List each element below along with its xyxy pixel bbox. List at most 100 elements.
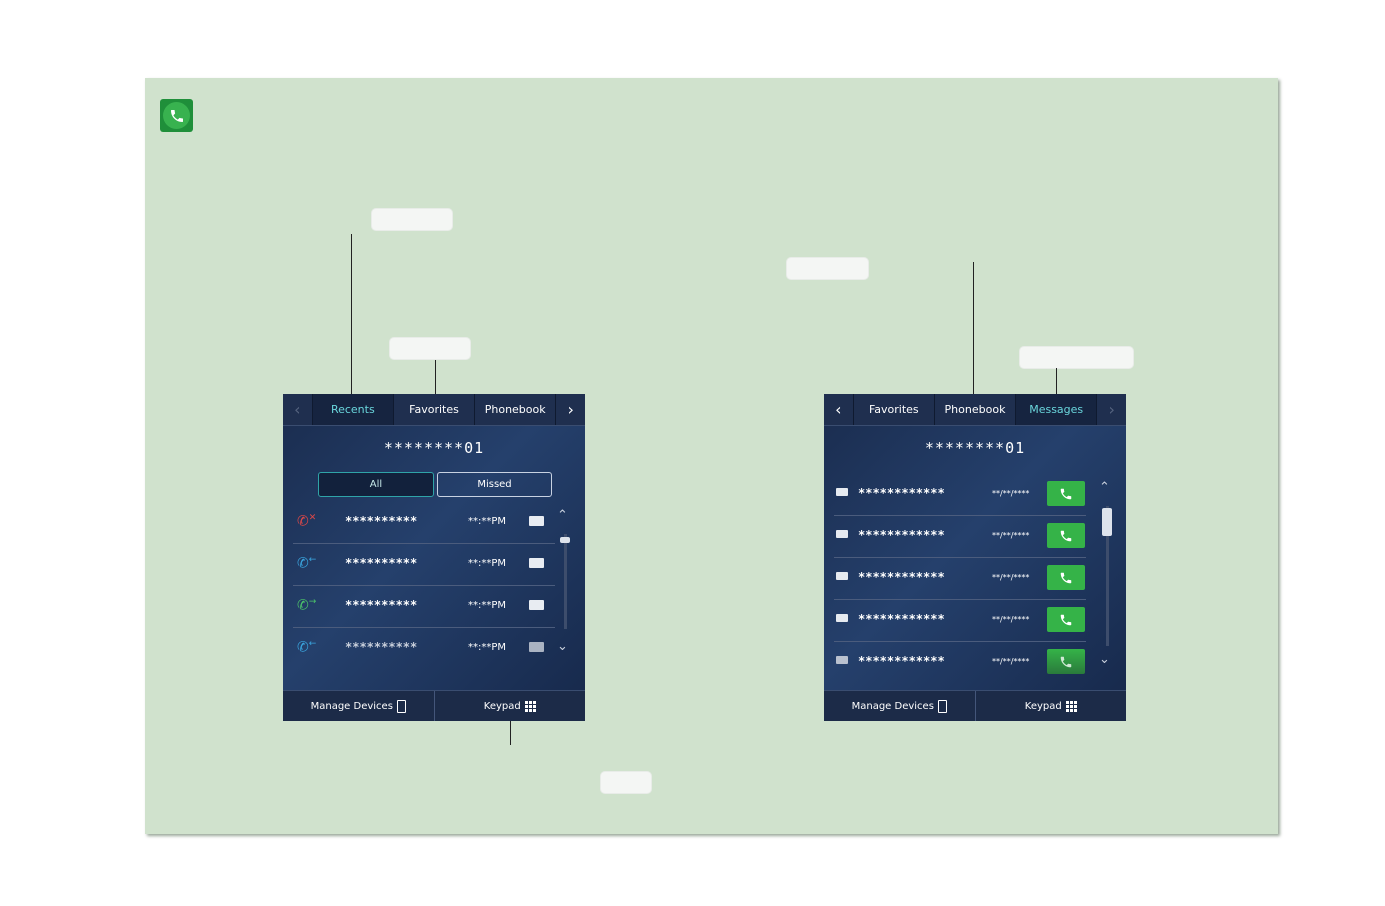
callout-messages <box>1019 346 1134 369</box>
tab-phonebook[interactable]: Phonebook <box>933 394 1015 425</box>
tab-favorites[interactable]: Favorites <box>392 394 474 425</box>
message-row[interactable]: ************ **/**/**** <box>834 599 1086 642</box>
message-date: **/**/**** <box>992 615 1030 624</box>
leader-line-keypad <box>510 712 511 745</box>
message-row[interactable]: ************ **/**/**** <box>834 641 1086 683</box>
phone-icon <box>1060 530 1072 541</box>
manage-devices-label: Manage Devices <box>851 700 934 712</box>
device-icon <box>396 699 406 713</box>
message-date: **/**/**** <box>992 489 1030 498</box>
manage-devices-label: Manage Devices <box>310 700 393 712</box>
bottom-bar: Manage Devices Keypad <box>283 690 585 721</box>
leader-line-phonebook <box>973 262 974 399</box>
tab-favorites[interactable]: Favorites <box>852 394 934 425</box>
missed-call-icon: ✆✕ <box>297 513 317 530</box>
scroll-up-icon[interactable]: ⌃ <box>557 508 568 523</box>
keypad-icon <box>524 700 536 712</box>
call-time: **:**PM <box>468 642 507 653</box>
scroll-up-icon[interactable]: ⌃ <box>1099 480 1110 495</box>
manage-devices-button[interactable]: Manage Devices <box>283 691 434 721</box>
call-name: ********** <box>345 556 418 570</box>
keypad-button[interactable]: Keypad <box>974 691 1127 721</box>
tab-recents[interactable]: Recents <box>311 394 393 425</box>
call-button[interactable] <box>1047 523 1085 548</box>
callout-recents <box>371 208 453 231</box>
incoming-call-icon: ✆← <box>297 639 317 656</box>
call-button[interactable] <box>1047 649 1085 674</box>
leader-line-messages <box>1056 368 1057 399</box>
message-icon[interactable] <box>529 642 544 652</box>
recents-screen: ‹ Recents Favorites Phonebook › ********… <box>283 394 585 721</box>
message-icon[interactable] <box>529 516 544 526</box>
call-button[interactable] <box>1047 481 1085 506</box>
tab-prev-arrow-icon[interactable]: ‹ <box>835 400 842 419</box>
bottom-bar: Manage Devices Keypad <box>824 690 1126 721</box>
message-name: ************ <box>858 654 945 668</box>
leader-line-favorites <box>435 360 436 398</box>
incoming-call-icon: ✆← <box>297 555 317 572</box>
call-button[interactable] <box>1047 565 1085 590</box>
tab-next-arrow-icon[interactable]: › <box>1096 394 1126 425</box>
filter-missed-button[interactable]: Missed <box>437 472 552 497</box>
call-time: **:**PM <box>468 558 507 569</box>
call-row[interactable]: ✆← ********** **:**PM <box>293 627 555 669</box>
message-row[interactable]: ************ **/**/**** <box>834 473 1086 516</box>
message-icon[interactable] <box>529 558 544 568</box>
callout-favorites <box>389 337 471 360</box>
scrollbar-track[interactable] <box>1106 506 1109 646</box>
call-row[interactable]: ✆→ ********** **:**PM <box>293 585 555 628</box>
manage-devices-button[interactable]: Manage Devices <box>824 691 975 721</box>
phone-icon <box>163 102 190 129</box>
message-name: ************ <box>858 528 945 542</box>
tab-prev-arrow-icon[interactable]: ‹ <box>294 400 301 419</box>
envelope-open-icon <box>836 656 848 664</box>
scrollbar-thumb[interactable] <box>1102 508 1112 536</box>
call-name: ********** <box>345 514 418 528</box>
message-name: ************ <box>858 486 945 500</box>
message-row[interactable]: ************ **/**/**** <box>834 557 1086 600</box>
envelope-open-icon <box>836 614 848 622</box>
phone-icon <box>1060 488 1072 499</box>
message-row[interactable]: ************ **/**/**** <box>834 515 1086 558</box>
keypad-label: Keypad <box>1024 700 1062 712</box>
keypad-icon <box>1065 700 1077 712</box>
call-button[interactable] <box>1047 607 1085 632</box>
call-time: **:**PM <box>468 600 507 611</box>
message-name: ************ <box>858 570 945 584</box>
tab-next-arrow-icon[interactable]: › <box>555 394 585 425</box>
message-name: ************ <box>858 612 945 626</box>
phone-app-badge <box>160 99 193 132</box>
call-row[interactable]: ✆← ********** **:**PM <box>293 543 555 586</box>
scroll-down-icon[interactable]: ⌄ <box>1099 652 1110 667</box>
leader-line-recents <box>351 234 352 399</box>
scrollbar-track[interactable] <box>564 534 567 629</box>
callout-phonebook <box>786 257 869 280</box>
phone-icon <box>1060 614 1072 625</box>
messages-screen: ‹ Favorites Phonebook Messages › *******… <box>824 394 1126 721</box>
device-number: ********01 <box>383 439 485 457</box>
call-time: **:**PM <box>468 516 507 527</box>
envelope-open-icon <box>836 530 848 538</box>
envelope-open-icon <box>836 572 848 580</box>
scroll-down-icon[interactable]: ⌄ <box>557 639 568 654</box>
callout-keypad <box>600 771 652 794</box>
keypad-button[interactable]: Keypad <box>433 691 586 721</box>
phone-icon <box>1060 656 1072 667</box>
envelope-icon <box>836 488 848 496</box>
tab-phonebook[interactable]: Phonebook <box>474 394 555 425</box>
call-row[interactable]: ✆✕ ********** **:**PM <box>293 501 555 544</box>
message-icon[interactable] <box>529 600 544 610</box>
filter-all-button[interactable]: All <box>318 472 434 497</box>
tab-bar: ‹ Recents Favorites Phonebook › <box>283 394 585 426</box>
message-date: **/**/**** <box>992 573 1030 582</box>
tab-messages[interactable]: Messages <box>1015 394 1097 425</box>
message-date: **/**/**** <box>992 531 1030 540</box>
call-name: ********** <box>345 640 418 654</box>
call-name: ********** <box>345 598 418 612</box>
phone-icon <box>1060 572 1072 583</box>
scrollbar-thumb[interactable] <box>560 537 570 543</box>
outgoing-call-icon: ✆→ <box>297 597 317 614</box>
device-icon <box>937 699 947 713</box>
tab-bar: ‹ Favorites Phonebook Messages › <box>824 394 1126 426</box>
message-date: **/**/**** <box>992 657 1030 666</box>
